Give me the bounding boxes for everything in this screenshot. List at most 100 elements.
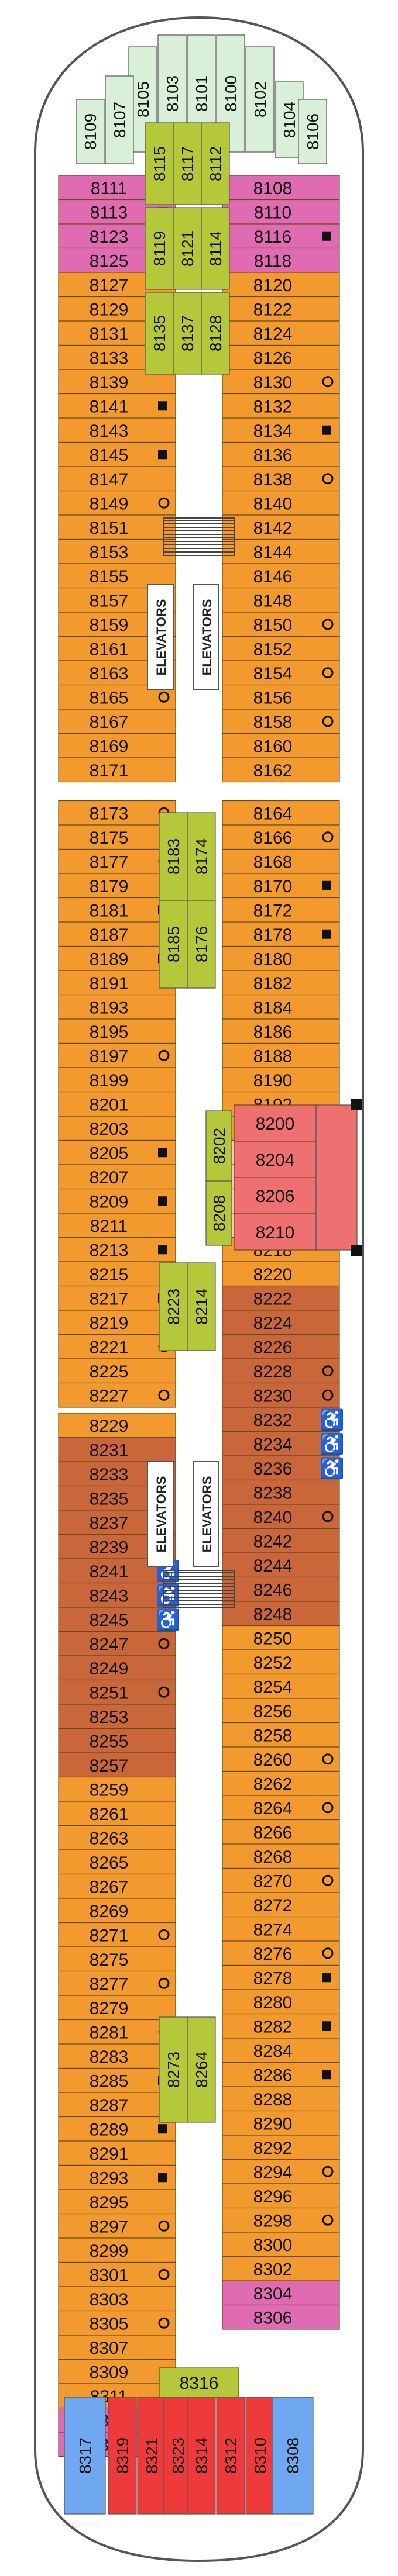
cabin-8276[interactable]: 8276 [222, 1940, 340, 1966]
cabin-8177[interactable]: 8177 [58, 848, 176, 874]
cabin-8215[interactable]: 8215 [58, 1261, 176, 1287]
cabin-8114[interactable]: 8114 [201, 207, 230, 290]
cabin-8173[interactable]: 8173 [58, 800, 176, 826]
cabin-8299[interactable]: 8299 [58, 2237, 176, 2263]
cabin-8175[interactable]: 8175 [58, 824, 176, 850]
cabin-8154[interactable]: 8154 [222, 660, 340, 686]
cabin-8183[interactable]: 8183 [159, 812, 188, 901]
cabin-8319[interactable]: 8319 [108, 2397, 137, 2515]
cabin-8316[interactable]: 8316 [159, 2367, 239, 2398]
cabin-8277[interactable]: 8277 [58, 1970, 176, 1996]
cabin-8210[interactable]: 8210 [234, 1213, 317, 1251]
cabin-8273[interactable]: 8273 [159, 2016, 188, 2123]
cabin-8195[interactable]: 8195 [58, 1018, 176, 1044]
cabin-8211[interactable]: 8211 [58, 1213, 176, 1238]
cabin-8236[interactable]: 8236♿ [222, 1455, 344, 1481]
cabin-8202[interactable]: 8202 [205, 1110, 232, 1182]
cabin-8168[interactable]: 8168 [222, 848, 340, 874]
cabin-8162[interactable]: 8162 [222, 757, 340, 783]
cabin-8258[interactable]: 8258 [222, 1722, 340, 1748]
cabin-8193[interactable]: 8193 [58, 994, 176, 1020]
cabin-8199[interactable]: 8199 [58, 1067, 176, 1093]
cabin-8142[interactable]: 8142 [222, 514, 340, 540]
cabin-8261[interactable]: 8261 [58, 1801, 176, 1826]
cabin-8222[interactable]: 8222 [222, 1285, 340, 1311]
cabin-8221[interactable]: 8221 [58, 1334, 176, 1359]
cabin-8284[interactable]: 8284 [222, 2038, 340, 2063]
cabin-8155[interactable]: 8155 [58, 563, 176, 589]
cabin-8301[interactable]: 8301 [58, 2261, 176, 2287]
cabin-8312[interactable]: 8312 [216, 2397, 245, 2515]
cabin-8112[interactable]: 8112 [201, 122, 230, 205]
cabin-8204[interactable]: 8204 [234, 1141, 317, 1178]
cabin-8122[interactable]: 8122 [222, 296, 340, 322]
cabin-8191[interactable]: 8191 [58, 970, 176, 996]
cabin-8207[interactable]: 8207 [58, 1164, 176, 1190]
cabin-8203[interactable]: 8203 [58, 1116, 176, 1141]
cabin-8164[interactable]: 8164 [222, 800, 340, 826]
cabin-8156[interactable]: 8156 [222, 684, 340, 710]
cabin-8172[interactable]: 8172 [222, 897, 340, 923]
cabin-8126[interactable]: 8126 [222, 344, 340, 370]
cabin-8247[interactable]: 8247 [58, 1631, 176, 1656]
cabin-8208[interactable]: 8208 [205, 1180, 232, 1246]
cabin-8185[interactable]: 8185 [159, 900, 188, 989]
cabin-8278[interactable]: 8278 [222, 1964, 340, 1990]
cabin-8124[interactable]: 8124 [222, 320, 340, 346]
cabin-8160[interactable]: 8160 [222, 733, 340, 758]
cabin-8307[interactable]: 8307 [58, 2335, 176, 2360]
cabin-8205[interactable]: 8205 [58, 1139, 176, 1165]
cabin-8219[interactable]: 8219 [58, 1310, 176, 1335]
cabin-8118[interactable]: 8118 [222, 247, 340, 273]
cabin-8232[interactable]: 8232♿ [222, 1407, 344, 1432]
cabin-8234[interactable]: 8234♿ [222, 1431, 344, 1456]
cabin-8128[interactable]: 8128 [201, 292, 230, 375]
cabin-8294[interactable]: 8294 [222, 2159, 340, 2184]
cabin-8257[interactable]: 8257 [58, 1752, 176, 1778]
cabin-8254[interactable]: 8254 [222, 1673, 340, 1699]
cabin-8259[interactable]: 8259 [58, 1776, 176, 1802]
cabin-8209[interactable]: 8209 [58, 1188, 176, 1214]
cabin-8302[interactable]: 8302 [222, 2256, 340, 2281]
cabin-8308[interactable]: 8308 [272, 2397, 314, 2515]
cabin-8117[interactable]: 8117 [173, 122, 202, 205]
cabin-8306[interactable]: 8306 [222, 2304, 340, 2330]
cabin-8260[interactable]: 8260 [222, 1746, 340, 1772]
cabin-8295[interactable]: 8295 [58, 2189, 176, 2215]
cabin-8242[interactable]: 8242 [222, 1528, 340, 1553]
cabin-8223[interactable]: 8223 [159, 1262, 188, 1351]
cabin-8200[interactable]: 8200 [234, 1104, 317, 1142]
cabin-8310[interactable]: 8310 [245, 2397, 275, 2515]
cabin-8141[interactable]: 8141 [58, 393, 176, 419]
cabin-8224[interactable]: 8224 [222, 1310, 340, 1335]
cabin-8214[interactable]: 8214 [187, 1262, 216, 1351]
cabin-8272[interactable]: 8272 [222, 1892, 340, 1918]
cabin-8184[interactable]: 8184 [222, 994, 340, 1020]
cabin-8213[interactable]: 8213 [58, 1237, 176, 1262]
cabin-8304[interactable]: 8304 [222, 2280, 340, 2306]
cabin-8121[interactable]: 8121 [173, 207, 202, 290]
cabin-8108[interactable]: 8108 [222, 175, 340, 201]
cabin-8190[interactable]: 8190 [222, 1067, 340, 1093]
cabin-8102[interactable]: 8102 [245, 46, 275, 153]
cabin-8151[interactable]: 8151 [58, 514, 176, 540]
cabin-8263[interactable]: 8263 [58, 1825, 176, 1850]
cabin-8171[interactable]: 8171 [58, 757, 176, 783]
cabin-8281[interactable]: 8281 [58, 2019, 176, 2045]
cabin-8290[interactable]: 8290 [222, 2110, 340, 2136]
cabin-8282[interactable]: 8282 [222, 2013, 340, 2039]
cabin-8136[interactable]: 8136 [222, 441, 340, 467]
cabin-8138[interactable]: 8138 [222, 466, 340, 492]
cabin-8197[interactable]: 8197 [58, 1042, 176, 1068]
cabin-8280[interactable]: 8280 [222, 1989, 340, 2015]
cabin-8149[interactable]: 8149 [58, 490, 176, 516]
cabin-8169[interactable]: 8169 [58, 733, 176, 758]
cabin-8180[interactable]: 8180 [222, 945, 340, 971]
cabin-8286[interactable]: 8286 [222, 2062, 340, 2087]
cabin-8266[interactable]: 8266 [222, 1819, 340, 1845]
cabin-8253[interactable]: 8253 [58, 1704, 176, 1729]
cabin-8230[interactable]: 8230 [222, 1382, 340, 1408]
cabin-8134[interactable]: 8134 [222, 417, 340, 443]
cabin-8298[interactable]: 8298 [222, 2207, 340, 2233]
cabin-8145[interactable]: 8145 [58, 441, 176, 467]
